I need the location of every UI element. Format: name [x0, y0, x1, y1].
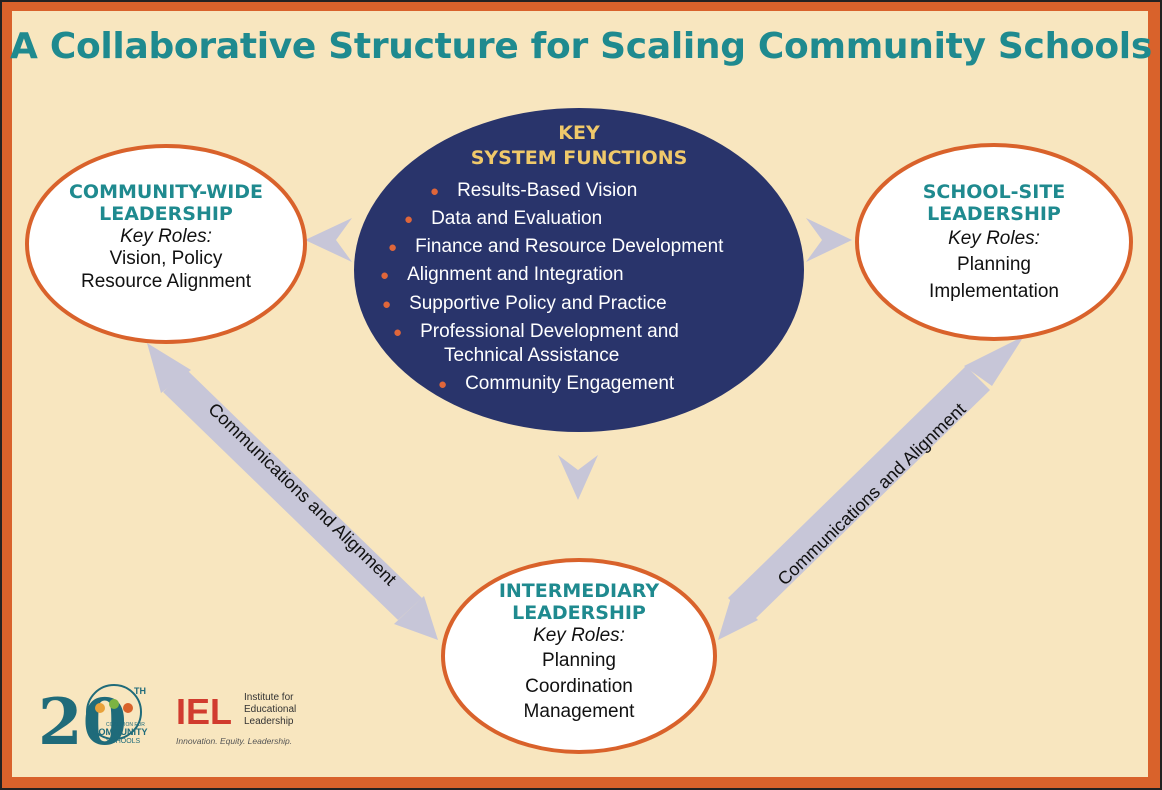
right-connector-band — [728, 366, 990, 622]
chevron-right-arrow — [806, 218, 852, 262]
function-item: ●Professional Development and — [393, 321, 679, 342]
chevron-left-arrow — [305, 218, 352, 262]
school-site-node: SCHOOL-SITE LEADERSHIP Key Roles: Planni… — [864, 181, 1124, 303]
bullet-icon: ● — [380, 267, 390, 284]
svg-text:IEL: IEL — [176, 691, 232, 732]
community-wide-node: COMMUNITY-WIDE LEADERSHIP Key Roles: Vis… — [36, 181, 296, 293]
arrowhead-down-right-intermediary — [394, 596, 438, 640]
bullet-icon: ● — [388, 239, 398, 256]
svg-text:20: 20 — [38, 685, 127, 752]
arrowhead-down-left-intermediary — [718, 594, 758, 640]
function-item: ●Finance and Resource Development — [388, 236, 724, 257]
intermediary-role: Management — [523, 701, 635, 723]
bullet-icon: ● — [393, 324, 403, 341]
function-item: ●Community Engagement — [438, 373, 675, 394]
function-item: ●Data and Evaluation — [404, 208, 603, 229]
school-site-ellipse — [855, 143, 1133, 341]
svg-text:COMMUNITY: COMMUNITY — [92, 727, 148, 737]
bullet-icon: ● — [430, 183, 440, 200]
community-wide-role: Resource Alignment — [80, 270, 252, 292]
svg-text:Educational: Educational — [244, 704, 296, 715]
iel-logo: IEL Institute for Educational Leadership… — [176, 691, 296, 746]
bullet-icon: ● — [438, 376, 448, 393]
community-wide-heading-line1: COMMUNITY-WIDE — [68, 181, 264, 203]
svg-text:SCHOOLS: SCHOOLS — [106, 738, 141, 745]
function-item: ●Supportive Policy and Practice — [382, 293, 667, 314]
svg-text:Leadership: Leadership — [244, 716, 294, 727]
key-functions-heading-line2: SYSTEM FUNCTIONS — [470, 146, 688, 169]
intermediary-roles-label: Key Roles: — [533, 624, 625, 646]
page-title: A Collaborative Structure for Scaling Co… — [10, 26, 1152, 67]
community-wide-ellipse — [25, 144, 307, 344]
key-functions-ellipse — [354, 108, 804, 432]
community-wide-heading-line2: LEADERSHIP — [99, 203, 233, 226]
community-wide-roles-label: Key Roles: — [120, 225, 212, 247]
svg-text:Innovation. Equity. Leadership: Innovation. Equity. Leadership. — [176, 736, 292, 746]
school-site-roles-label: Key Roles: — [948, 227, 1040, 249]
key-functions-heading-line1: KEY — [558, 122, 600, 144]
function-item: ●Alignment and Integration — [380, 264, 624, 285]
bullet-icon: ● — [382, 296, 392, 313]
intermediary-role: Coordination — [525, 675, 633, 697]
function-item-continuation: Technical Assistance — [444, 345, 620, 366]
school-site-heading-line1: SCHOOL-SITE — [922, 181, 1066, 203]
intermediary-role: Planning — [542, 650, 616, 672]
svg-text:TH: TH — [134, 686, 146, 696]
intermediary-node: INTERMEDIARY LEADERSHIP Key Roles: Plann… — [449, 580, 709, 723]
bullet-icon: ● — [404, 211, 414, 228]
svg-text:Institute for: Institute for — [244, 692, 294, 703]
key-functions-heading: KEY SYSTEM FUNCTIONS — [429, 121, 729, 170]
left-connector-band — [163, 370, 422, 620]
school-site-role: Implementation — [929, 280, 1059, 302]
arrowhead-up-left — [147, 343, 191, 393]
function-item: ●Results-Based Vision — [430, 180, 638, 201]
intermediary-heading-line2: LEADERSHIP — [512, 602, 646, 625]
chevron-down-arrow — [558, 455, 598, 500]
school-site-role: Planning — [957, 254, 1031, 276]
arrowhead-up-right — [964, 336, 1024, 386]
community-wide-role: Vision, Policy — [109, 248, 223, 270]
intermediary-ellipse — [441, 558, 717, 754]
coalition-20th-logo: 20 TH COALITION FOR COMMUNITY SCHOOLS — [38, 684, 148, 752]
intermediary-heading-line1: INTERMEDIARY — [498, 580, 660, 602]
school-site-heading-line2: LEADERSHIP — [927, 203, 1061, 226]
svg-text:COALITION FOR: COALITION FOR — [106, 722, 145, 728]
